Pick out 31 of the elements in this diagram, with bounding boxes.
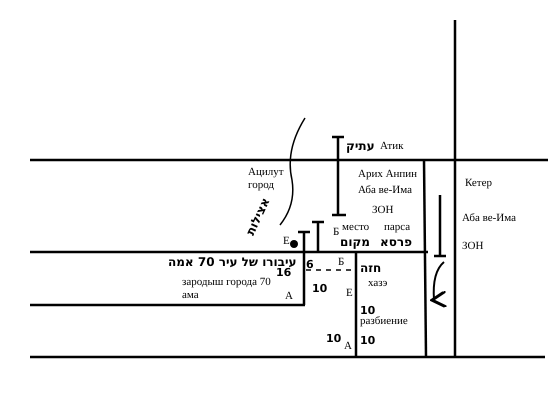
handwritten-label: חזה	[360, 262, 382, 275]
handwritten-label: פרסא	[380, 236, 412, 249]
handwritten-label: עיבורו של עיר 70 אמה	[168, 256, 296, 269]
text-label: ЗОН	[372, 204, 394, 217]
number-label: 6	[306, 258, 314, 271]
text-label: А	[285, 290, 293, 303]
handwritten-label: מקום	[340, 236, 370, 249]
number-label: 10	[360, 334, 376, 347]
text-label: Б	[338, 256, 344, 269]
text-label: зародыш города 70 ама	[182, 276, 272, 302]
text-label: место	[342, 221, 370, 234]
number-label: 16	[276, 266, 292, 279]
text-label: Е	[346, 287, 353, 300]
text-label: Аба ве-Има	[358, 184, 412, 197]
text-label: Ацилут город	[248, 166, 285, 192]
text-label: Аба ве-Има	[462, 212, 516, 225]
text-label: разбиение	[360, 315, 408, 328]
text-label: ЗОН	[462, 240, 484, 253]
number-label: 10	[360, 304, 376, 317]
number-label: 10	[312, 282, 328, 295]
handwritten-label: אצילות	[244, 196, 273, 238]
text-label: Атик	[380, 140, 404, 153]
text-label: Арих Анпин	[358, 168, 418, 181]
text-label: Б	[333, 226, 340, 239]
handwritten-label: עתיק	[346, 140, 375, 153]
number-label: 10	[326, 332, 342, 345]
text-label: Кетер	[465, 177, 492, 190]
text-label: А	[344, 340, 352, 353]
text-label: парса	[384, 221, 410, 234]
text-label: хазэ	[368, 277, 388, 290]
text-label: Е	[283, 235, 290, 248]
